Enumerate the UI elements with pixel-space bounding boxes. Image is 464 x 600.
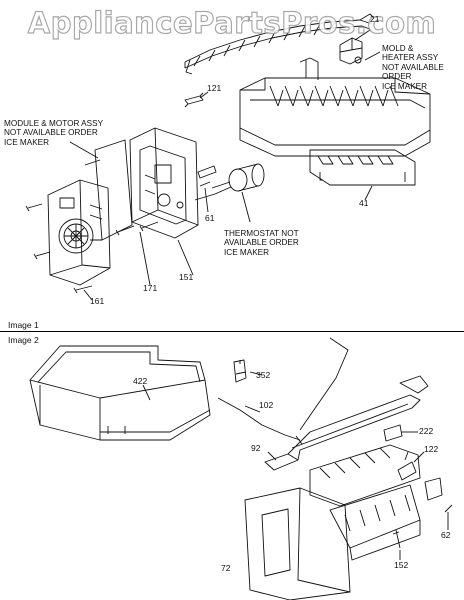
note-thermostat-line1: THERMOSTAT NOT — [224, 229, 299, 238]
note-module-motor-line1: MODULE & MOTOR ASSY — [4, 119, 104, 128]
part-label-161: 161 — [90, 296, 105, 306]
part-label-61: 61 — [205, 213, 215, 223]
note-thermostat: THERMOSTAT NOT AVAILABLE ORDER ICE MAKER — [224, 229, 299, 257]
leader-171 — [139, 231, 151, 286]
note-module-motor-line3: ICE MAKER — [4, 137, 50, 147]
front-cover-part-72 — [244, 487, 351, 600]
leader-61 — [204, 187, 209, 213]
screw-part-152 — [392, 529, 401, 549]
bracket-part-21 — [339, 37, 363, 65]
pin-part-121 — [184, 92, 204, 108]
module-housing-part-151 — [129, 127, 199, 239]
clip-part-61 — [197, 165, 217, 187]
section-label-image2: Image 2 — [8, 335, 39, 345]
thermostat-part — [194, 163, 265, 201]
part-label-122: 122 — [424, 444, 439, 454]
note-mold-heater-line4: ORDER — [382, 72, 412, 82]
leader-thermostat — [241, 191, 251, 223]
leader-41 — [364, 185, 373, 201]
note-mold-heater-line3: NOT AVAILABLE — [382, 62, 444, 72]
note-mold-heater-line5: ICE MAKER — [382, 81, 428, 91]
part-222 — [383, 424, 403, 442]
harness-part-92 — [264, 375, 429, 471]
note-module-motor: MODULE & MOTOR ASSY NOT AVAILABLE ORDER … — [4, 119, 103, 147]
clip-part-352 — [233, 359, 247, 383]
ice-maker-assy-image2 — [309, 444, 421, 561]
ejector-arm-part — [184, 13, 375, 75]
leader-161 — [83, 289, 93, 301]
note-thermostat-line2: AVAILABLE ORDER — [224, 238, 299, 248]
leader-21 — [354, 29, 371, 41]
leader-102 — [244, 405, 261, 413]
note-mold-heater: MOLD & HEATER ASSY NOT AVAILABLE ORDER I… — [382, 44, 444, 91]
lever-part-122 — [397, 451, 417, 481]
watermark: AppliancePartsPros.com — [27, 5, 437, 40]
ice-mold-tray — [239, 57, 431, 157]
part-label-352: 352 — [256, 370, 271, 380]
leader-122 — [413, 451, 425, 463]
module-motor-assy — [47, 179, 111, 286]
note-mold-heater-line1: MOLD & — [382, 44, 414, 53]
section-label-image1: Image 1 — [8, 320, 39, 330]
note-mold-heater-line2: HEATER ASSY — [382, 53, 439, 63]
part-label-72: 72 — [221, 563, 231, 573]
part-label-171: 171 — [143, 283, 158, 293]
wire-harness-part-102 — [217, 337, 349, 445]
leader-352 — [249, 371, 263, 376]
part-label-21: 21 — [370, 14, 380, 24]
part-label-121: 121 — [207, 83, 222, 93]
part-label-41: 41 — [359, 198, 369, 208]
ice-bucket-part-422 — [29, 345, 211, 441]
part-label-102: 102 — [259, 400, 274, 410]
note-module-motor-line2: NOT AVAILABLE ORDER — [4, 128, 98, 138]
part-label-92: 92 — [251, 443, 261, 453]
leader-422 — [142, 384, 151, 401]
heater-part-41 — [309, 149, 416, 186]
part-label-62: 62 — [441, 530, 451, 540]
screws-part-161 — [25, 203, 159, 294]
leader-151 — [177, 239, 194, 276]
part-label-222: 222 — [419, 426, 434, 436]
motor-cover — [84, 139, 133, 241]
part-label-422: 422 — [133, 376, 148, 386]
leader-module-motor — [69, 141, 99, 159]
leader-mold-heater — [364, 51, 381, 61]
part-62-bracket — [424, 477, 453, 513]
part-label-152: 152 — [394, 560, 409, 570]
section-divider — [0, 331, 464, 332]
leader-121 — [199, 91, 209, 99]
leader-92 — [267, 451, 277, 461]
note-thermostat-line3: ICE MAKER — [224, 247, 270, 257]
part-label-151: 151 — [179, 272, 194, 282]
